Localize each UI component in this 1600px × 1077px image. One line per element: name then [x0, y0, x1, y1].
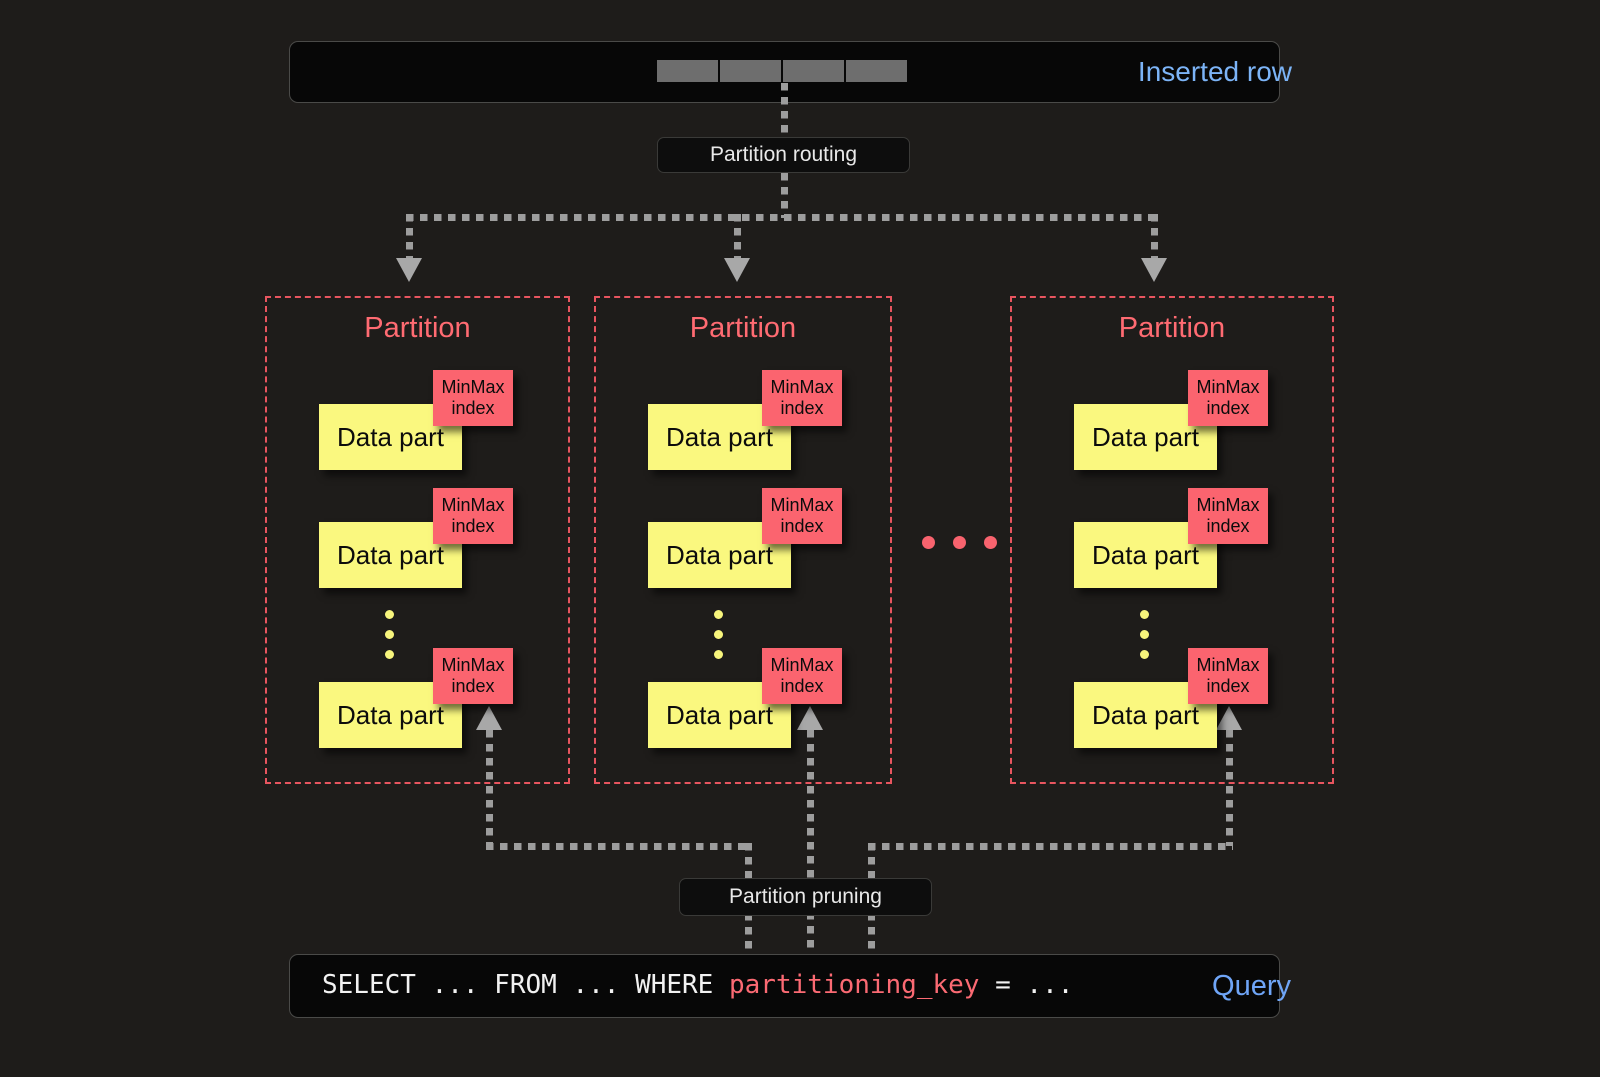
- connector-bus-to-partition-3: [1151, 214, 1158, 262]
- query-bar: [289, 954, 1280, 1018]
- ellipsis-dot: [385, 610, 394, 619]
- minmax-index-line1: MinMax: [1196, 495, 1260, 516]
- arrow-into-partition-2: [724, 258, 750, 282]
- arrow-into-part-2: [797, 706, 823, 730]
- query-label: Query: [1212, 970, 1291, 1002]
- minmax-index-line1: MinMax: [441, 377, 505, 398]
- ellipsis-dot: [714, 630, 723, 639]
- arrow-into-partition-1: [396, 258, 422, 282]
- minmax-index-box: MinMax index: [762, 370, 842, 426]
- connector-pruning-partition-3-h: [868, 843, 1233, 850]
- connector-pruning-partition-1-v: [486, 730, 493, 846]
- connector-bus-to-partition-2: [734, 214, 741, 262]
- partition-routing-box[interactable]: Partition routing: [657, 137, 910, 173]
- connector-bus-to-partition-1: [406, 214, 413, 262]
- minmax-index-line2: index: [1206, 676, 1250, 696]
- partition-box-1: Partition MinMax index Data part MinMax …: [265, 296, 570, 784]
- minmax-index-box: MinMax index: [433, 488, 513, 544]
- minmax-index-line1: MinMax: [770, 377, 834, 398]
- minmax-index-line2: index: [780, 398, 824, 418]
- minmax-index-line1: MinMax: [770, 655, 834, 676]
- minmax-index-line1: MinMax: [1196, 655, 1260, 676]
- ellipsis-dot: [714, 650, 723, 659]
- row-cell: [783, 60, 844, 82]
- minmax-index-line2: index: [1206, 398, 1250, 418]
- query-prefix: SELECT ... FROM ... WHERE: [322, 970, 729, 1000]
- query-sql-text: SELECT ... FROM ... WHERE partitioning_k…: [322, 970, 1073, 1000]
- arrow-into-partition-3: [1141, 258, 1167, 282]
- ellipsis-dot: [385, 630, 394, 639]
- data-parts-ellipsis: [1140, 610, 1149, 659]
- minmax-index-line1: MinMax: [770, 495, 834, 516]
- partition-pruning-box[interactable]: Partition pruning: [679, 878, 932, 916]
- minmax-index-line2: index: [451, 398, 495, 418]
- minmax-index-box: MinMax index: [433, 370, 513, 426]
- ellipsis-dot: [922, 536, 935, 549]
- minmax-index-box: MinMax index: [1188, 370, 1268, 426]
- partitions-ellipsis: [922, 536, 997, 549]
- minmax-index-line2: index: [780, 676, 824, 696]
- data-parts-ellipsis: [385, 610, 394, 659]
- inserted-row-cells: [657, 60, 907, 82]
- minmax-index-line2: index: [451, 676, 495, 696]
- minmax-index-line1: MinMax: [441, 495, 505, 516]
- partition-title: Partition: [1118, 312, 1226, 344]
- minmax-index-line2: index: [451, 516, 495, 536]
- ellipsis-dot: [1140, 630, 1149, 639]
- minmax-index-box: MinMax index: [1188, 648, 1268, 704]
- connector-row-to-routing: [781, 83, 788, 141]
- row-cell: [720, 60, 781, 82]
- routing-bus: [406, 214, 1158, 221]
- minmax-index-line1: MinMax: [1196, 377, 1260, 398]
- ellipsis-dot: [385, 650, 394, 659]
- arrow-into-part-3: [1216, 706, 1242, 730]
- arrow-into-part-1: [476, 706, 502, 730]
- connector-pruning-partition-3-v: [1226, 730, 1233, 846]
- data-part-box: Data part: [648, 522, 791, 588]
- partition-title: Partition: [689, 312, 797, 344]
- row-cell: [657, 60, 718, 82]
- minmax-index-box: MinMax index: [433, 648, 513, 704]
- data-parts-ellipsis: [714, 610, 723, 659]
- data-part-box: Data part: [1074, 682, 1217, 748]
- ellipsis-dot: [1140, 650, 1149, 659]
- connector-pruning-partition-2-v: [807, 730, 814, 953]
- partition-routing-label: Partition routing: [709, 143, 858, 166]
- partition-box-2: Partition MinMax index Data part MinMax …: [594, 296, 892, 784]
- minmax-index-line2: index: [780, 516, 824, 536]
- ellipsis-dot: [953, 536, 966, 549]
- partition-box-3: Partition MinMax index Data part MinMax …: [1010, 296, 1334, 784]
- inserted-row-label: Inserted row: [1137, 56, 1292, 87]
- connector-routing-to-bus: [781, 173, 788, 218]
- query-suffix: = ...: [979, 970, 1074, 1000]
- minmax-index-box: MinMax index: [1188, 488, 1268, 544]
- minmax-index-box: MinMax index: [762, 488, 842, 544]
- ellipsis-dot: [984, 536, 997, 549]
- ellipsis-dot: [714, 610, 723, 619]
- partition-title: Partition: [364, 312, 471, 344]
- ellipsis-dot: [1140, 610, 1149, 619]
- connector-pruning-partition-1-h: [486, 843, 749, 850]
- minmax-index-line2: index: [1206, 516, 1250, 536]
- row-cell: [846, 60, 907, 82]
- minmax-index-line1: MinMax: [441, 655, 505, 676]
- minmax-index-box: MinMax index: [762, 648, 842, 704]
- query-partitioning-key: partitioning_key: [729, 970, 980, 1000]
- data-part-box: Data part: [648, 404, 791, 470]
- partition-pruning-label: Partition pruning: [729, 885, 882, 908]
